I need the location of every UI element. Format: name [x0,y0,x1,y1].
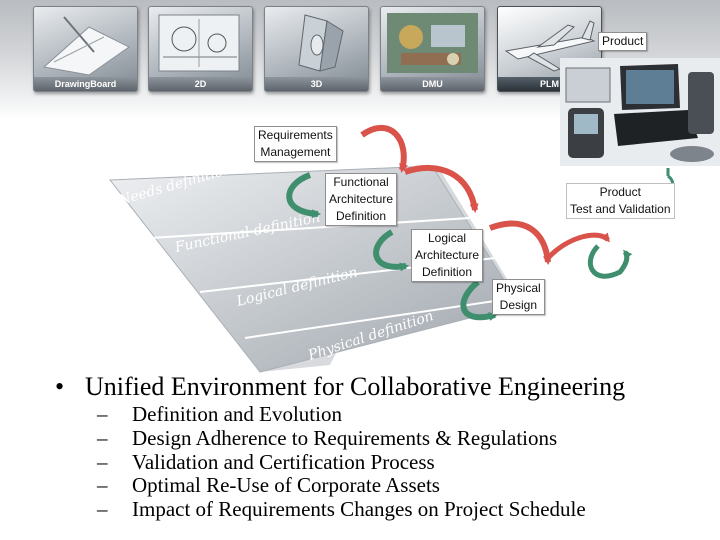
thumb-caption: DMU [381,77,484,91]
dash-icon: – [97,402,108,426]
thumb-caption: 2D [149,77,252,91]
plane-divider [149,217,471,239]
red-flow-arrow [404,165,479,213]
dash-icon: – [97,450,108,474]
thumb-dmu[interactable]: DMU [380,6,485,92]
digital-mockup-icon [387,13,478,73]
sub-bullet: –Design Adherence to Requirements & Regu… [97,426,558,450]
2d-drawing-icon [158,14,240,72]
green-flow-arrow [286,172,321,219]
thumb-3d[interactable]: 3D [264,6,369,92]
drawing-board-icon [42,16,130,76]
red-flow-arrow [546,232,610,260]
main-bullet: •Unified Environment for Collaborative E… [55,372,626,401]
dash-icon: – [97,426,108,450]
sub-bullet: –Validation and Certification Process [97,450,435,474]
dash-icon: – [97,497,108,521]
functional-architecture-label: Functional Architecture Definition [325,173,398,226]
thumb-caption: DrawingBoard [34,77,137,91]
laptop-icon [614,64,698,146]
logical-architecture-label: Logical Architecture Definition [411,229,484,282]
thumb-caption: 3D [265,77,368,91]
thumb-drawingboard[interactable]: DrawingBoard [33,6,138,92]
sub-bullet: –Optimal Re-Use of Corporate Assets [97,473,440,497]
plane-divider [244,297,516,339]
pda-device-icon [568,108,604,158]
physical-design-label: Physical Design [492,279,545,315]
thumb-2d[interactable]: 2D [148,6,253,92]
product-collage [560,58,720,166]
green-flow-arrow [460,279,498,321]
red-flow-arrow [360,125,408,173]
requirements-management-label: Requirements Management [254,126,337,162]
equipment-icon [565,67,714,162]
dash-icon: – [97,473,108,497]
3d-model-icon [298,14,344,72]
bullet-dot-icon: • [55,372,65,401]
sub-bullet: –Impact of Requirements Changes on Proje… [97,497,586,521]
red-flow-arrow [488,220,552,265]
sub-bullet: –Definition and Evolution [97,402,342,426]
product-label: Product [598,32,648,51]
jet-aircraft-icon [504,20,596,72]
product-test-validation-label: Product Test and Validation [566,183,675,219]
green-flow-arrow [587,244,633,279]
green-flow-arrow [373,229,409,272]
